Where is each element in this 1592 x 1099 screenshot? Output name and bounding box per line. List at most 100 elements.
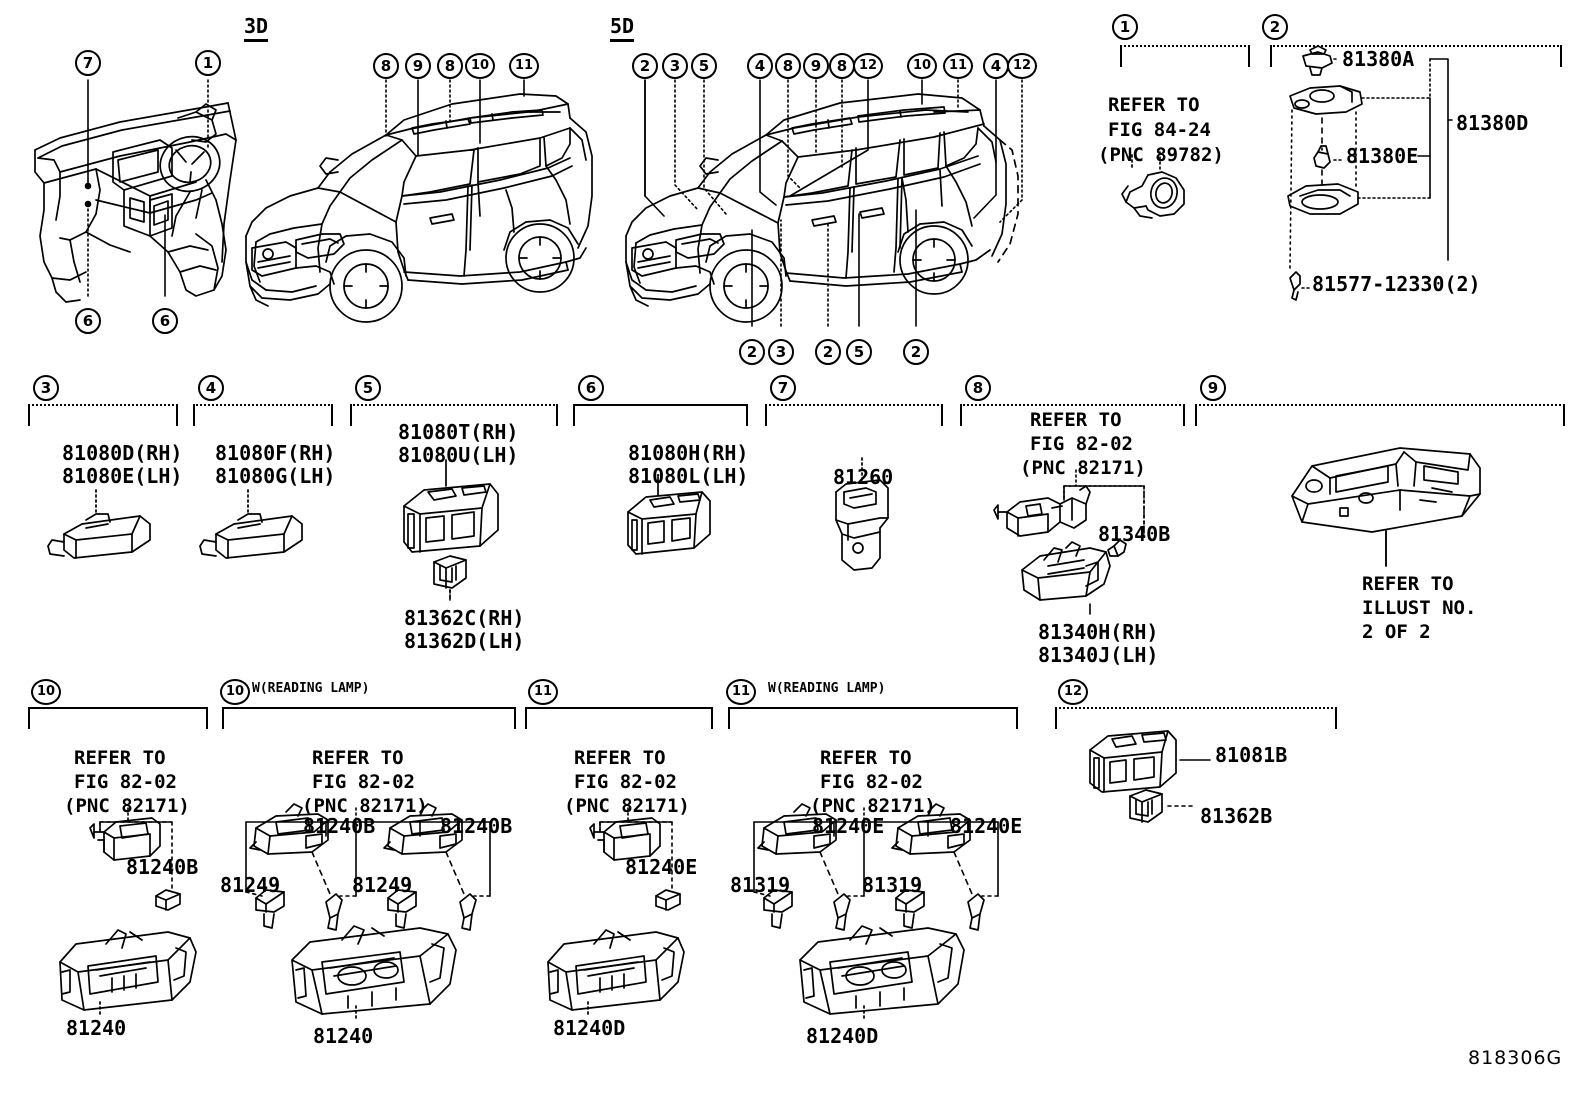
part-label: 81340H(RH) <box>1038 620 1159 644</box>
part-illust-g6 <box>627 476 711 555</box>
group-number-11-reading-lamp[interactable]: 11 <box>726 679 756 705</box>
callout-bubble[interactable]: 2 <box>903 339 929 365</box>
callout-bubble[interactable]: 8 <box>437 53 463 79</box>
group-bracket-10 <box>28 707 208 729</box>
part-label: REFER TO <box>1362 573 1454 595</box>
suv-3door-illustration <box>245 93 593 323</box>
group-bracket-4 <box>193 404 333 426</box>
part-illust-g3 <box>47 489 151 559</box>
group-number-8[interactable]: 8 <box>965 375 991 401</box>
group-11-reading-lamp-header: W(READING LAMP) <box>768 681 886 696</box>
group-number-4[interactable]: 4 <box>198 375 224 401</box>
group-number-1[interactable]: 1 <box>1112 14 1138 40</box>
part-label: 81362C(RH) <box>404 606 525 630</box>
group-number-3[interactable]: 3 <box>33 375 59 401</box>
part-illust-g9 <box>1291 447 1481 567</box>
callout-bubble[interactable]: 11 <box>509 53 539 79</box>
suv-5door-illustration <box>625 93 1019 323</box>
group-bracket-8 <box>960 404 1185 426</box>
part-label: 81080E(LH) <box>62 464 183 488</box>
part-label: FIG 84-24 <box>1108 119 1211 141</box>
part-illust-g4 <box>199 489 303 559</box>
part-illust-g12 <box>1089 730 1177 823</box>
group-bracket-11-reading-lamp <box>728 707 1018 729</box>
part-label: 81080D(RH) <box>62 441 183 465</box>
part-label: 81249 <box>352 873 413 897</box>
callout-bubble[interactable]: 9 <box>405 53 431 79</box>
callout-bubble[interactable]: 2 <box>632 53 658 79</box>
callout-bubble[interactable]: 2 <box>739 339 765 365</box>
part-label: FIG 82-02 <box>574 771 677 793</box>
group-number-11[interactable]: 11 <box>528 679 558 705</box>
callout-bubble[interactable]: 6 <box>152 308 178 334</box>
part-label: 81240 <box>66 1016 127 1040</box>
part-label: REFER TO <box>1108 94 1200 116</box>
callout-bubble[interactable]: 6 <box>75 308 101 334</box>
callout-bubble[interactable]: 3 <box>768 339 794 365</box>
callout-bubble[interactable]: 5 <box>846 339 872 365</box>
part-label: 81240D <box>806 1024 879 1048</box>
callout-bubble[interactable]: 4 <box>747 53 773 79</box>
part-label: 81240B <box>440 814 513 838</box>
callout-bubble[interactable]: 8 <box>373 53 399 79</box>
callout-bubble[interactable]: 1 <box>195 50 221 76</box>
callout-bubble[interactable]: 10 <box>465 53 495 79</box>
part-label: 81080U(LH) <box>398 443 519 467</box>
part-label: FIG 82-02 <box>312 771 415 793</box>
callout-bubble[interactable]: 12 <box>1007 53 1037 79</box>
callout-bubble[interactable]: 9 <box>803 53 829 79</box>
part-label: REFER TO <box>574 747 666 769</box>
group-bracket-12 <box>1055 707 1337 729</box>
callout-bubble[interactable]: 8 <box>829 53 855 79</box>
callout-leaders <box>84 79 1023 327</box>
group-bracket-9 <box>1195 404 1565 426</box>
part-label: 81240E <box>812 814 885 838</box>
figure-code: 818306G <box>1468 1047 1563 1069</box>
callout-bubble[interactable]: 4 <box>983 53 1009 79</box>
group-number-2[interactable]: 2 <box>1262 14 1288 40</box>
group-bracket-10-reading-lamp <box>222 707 516 729</box>
group-number-12[interactable]: 12 <box>1058 679 1088 705</box>
callout-bubble[interactable]: 8 <box>775 53 801 79</box>
callout-bubble[interactable]: 7 <box>75 50 101 76</box>
part-label: 81340J(LH) <box>1038 643 1159 667</box>
dashboard-illustration <box>34 102 237 303</box>
part-label: 81319 <box>862 873 923 897</box>
callout-bubble[interactable]: 12 <box>853 53 883 79</box>
callout-bubble[interactable]: 3 <box>662 53 688 79</box>
part-label: 81240B <box>303 814 376 838</box>
g2-leaders <box>1289 58 1453 289</box>
group-bracket-11 <box>525 707 713 729</box>
part-label: (PNC 82171) <box>564 795 690 817</box>
group-bracket-3 <box>28 404 178 426</box>
group-number-9[interactable]: 9 <box>1200 375 1226 401</box>
part-label: 81240D <box>553 1016 626 1040</box>
part-label: 81380A <box>1342 47 1415 71</box>
group-number-7[interactable]: 7 <box>770 375 796 401</box>
part-label: REFER TO <box>1030 409 1122 431</box>
group-number-10-reading-lamp[interactable]: 10 <box>220 679 250 705</box>
group-number-5[interactable]: 5 <box>355 375 381 401</box>
part-label: 81362D(LH) <box>404 629 525 653</box>
callout-bubble[interactable]: 2 <box>815 339 841 365</box>
part-label: REFER TO <box>74 747 166 769</box>
group-number-10[interactable]: 10 <box>31 679 61 705</box>
part-label: FIG 82-02 <box>74 771 177 793</box>
part-label: 81080G(LH) <box>215 464 336 488</box>
part-label: 81080L(LH) <box>628 464 749 488</box>
part-label: (PNC 89782) <box>1098 144 1224 166</box>
part-label: 81240E <box>625 855 698 879</box>
part-label: 81080H(RH) <box>628 441 749 465</box>
part-label: 81340B <box>1098 522 1171 546</box>
group-internal-leaders <box>99 151 1387 897</box>
callout-bubble[interactable]: 10 <box>907 53 937 79</box>
group-bracket-1 <box>1120 45 1250 67</box>
callout-bubble[interactable]: 11 <box>943 53 973 79</box>
group-number-6[interactable]: 6 <box>578 375 604 401</box>
part-label: 81319 <box>730 873 791 897</box>
part-label: 2 OF 2 <box>1362 621 1431 643</box>
callout-bubble[interactable]: 5 <box>691 53 717 79</box>
group-bracket-2 <box>1270 45 1562 67</box>
group-bracket-6 <box>573 404 748 426</box>
